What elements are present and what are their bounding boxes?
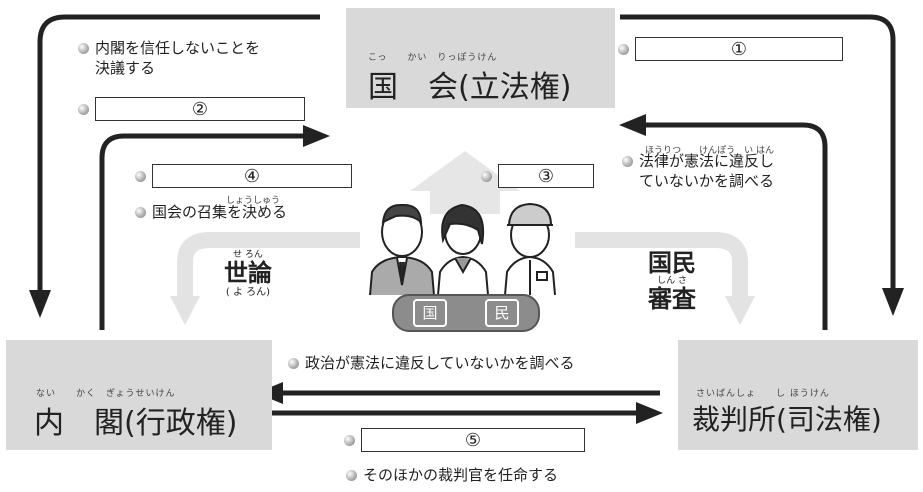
kokkai-title: 国 会(立法権)	[368, 70, 572, 105]
yoron-label: せ ろん 世論 ( よ ろん)	[216, 250, 280, 298]
blank-3: ③	[481, 164, 594, 188]
bullet-icon	[618, 43, 629, 55]
yoron-ruby: せ ろん	[233, 250, 263, 260]
bullet-icon	[346, 470, 357, 481]
arrow-saibansho-to-kokkai	[640, 122, 828, 330]
grey-arrow-to-naikaku	[177, 232, 360, 300]
bullet-icon	[481, 170, 492, 182]
bullet-icon	[78, 43, 89, 54]
no-confidence-label: 内閣を信任しないことを 決議する	[78, 38, 260, 78]
blank-2-frame: ②	[95, 97, 305, 121]
law-review-ruby: ほうりつ けんぽう い はん	[645, 146, 774, 156]
naikaku-title: 内 閣(行政権)	[34, 406, 238, 441]
kokumin-badge: 国 民	[392, 294, 540, 332]
no-confidence-line2: 決議する	[95, 59, 156, 77]
naikaku-ruby: ない かく ぎょうせいけん	[36, 389, 176, 399]
kokumin-shinsa-label: 国民 しん さ 審査	[644, 250, 700, 312]
bullet-icon	[135, 170, 146, 182]
blank-5-frame: ⑤	[361, 428, 585, 452]
blank-2: ②	[78, 97, 305, 121]
yoron-main: 世論	[224, 259, 272, 287]
arrow-naikaku-to-kokkai	[99, 133, 308, 330]
saibansho-ruby: さいばんしょ し ほうけん	[696, 389, 830, 399]
kokumin-shinsa-ruby: しん さ	[657, 276, 687, 286]
bullet-icon	[622, 156, 633, 167]
arrow-kokkai-to-naikaku	[37, 14, 320, 295]
grey-arrow-to-saibansho	[575, 232, 748, 300]
law-review-label: 法律が憲法に違反し ていないかを調べる	[622, 151, 774, 191]
blank-5: ⑤	[344, 428, 585, 452]
blank-4-frame: ④	[152, 164, 352, 188]
no-confidence-line1: 内閣を信任しないことを	[95, 39, 261, 57]
arrow-kokkai-to-saibansho	[620, 14, 896, 290]
law-review-line2: ていないかを調べる	[639, 172, 775, 190]
kokumin-char-2: 民	[485, 299, 519, 327]
convene-label: 国会の召集を決める	[135, 202, 287, 222]
grey-arrow-to-kokkai	[410, 151, 520, 214]
appoint-judges-text: そのほかの裁判官を任命する	[363, 466, 559, 484]
kokkai-box: こっ かい りっぽうけん 国 会(立法権)	[346, 8, 615, 108]
bullet-icon	[288, 358, 299, 369]
saibansho-title: 裁判所(司法権)	[692, 403, 882, 436]
kokkai-ruby: こっ かい りっぽうけん	[368, 53, 498, 63]
politics-review-label: 政治が憲法に違反していないかを調べる	[288, 353, 575, 373]
kokumin-shinsa-line1: 国民	[648, 249, 696, 277]
naikaku-box: ない かく ぎょうせいけん 内 閣(行政権)	[6, 340, 272, 450]
yoron-reading: ( よ ろん)	[225, 287, 271, 298]
bullet-icon	[78, 103, 89, 115]
kokumin-shinsa-line2: 審査	[648, 285, 696, 313]
people-illustration	[369, 202, 556, 296]
kokumin-char-1: 国	[413, 299, 447, 327]
convene-text: 国会の召集を決める	[152, 203, 288, 221]
convene-ruby: しょうしゅう	[226, 196, 281, 206]
blank-1: ①	[618, 37, 843, 61]
blank-4: ④	[135, 164, 352, 188]
appoint-judges-label: そのほかの裁判官を任命する	[346, 465, 558, 485]
blank-1-frame: ①	[635, 37, 843, 61]
politics-review-text: 政治が憲法に違反していないかを調べる	[305, 354, 575, 372]
saibansho-box: さいばんしょ し ほうけん 裁判所(司法権)	[678, 340, 918, 450]
bullet-icon	[344, 434, 355, 446]
blank-3-frame: ③	[498, 164, 594, 188]
law-review-line1: 法律が憲法に違反し	[639, 152, 775, 170]
bullet-icon	[135, 207, 146, 218]
